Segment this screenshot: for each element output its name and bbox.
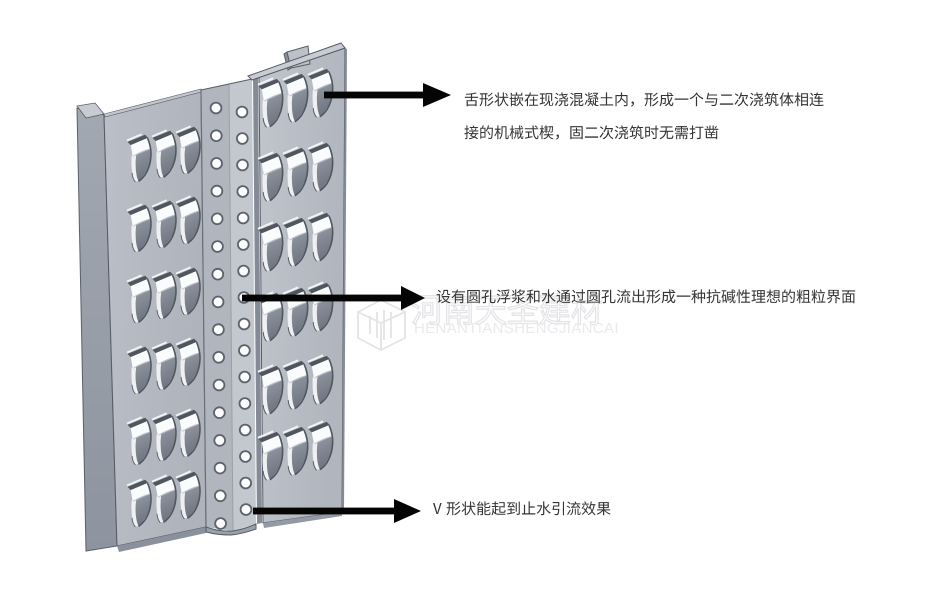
svg-text:HENANTIANSHENGJIANCAI: HENANTIANSHENGJIANCAI [414, 320, 619, 337]
